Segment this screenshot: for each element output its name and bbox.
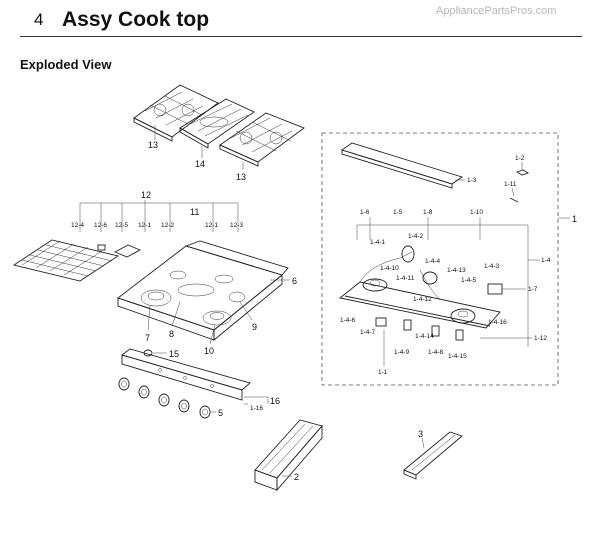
page-title: Assy Cook top (62, 8, 210, 31)
part-label-5: 5 (218, 408, 223, 418)
burner-valve[interactable] (431, 325, 440, 337)
part-label-15: 15 (169, 349, 179, 359)
part-label-2: 2 (294, 472, 299, 482)
part-label-1-4-7: 1-4-7 (360, 329, 376, 336)
small-plate[interactable] (113, 244, 142, 258)
knob[interactable] (118, 377, 130, 391)
burner-valve[interactable] (455, 329, 464, 341)
burner-valve[interactable] (422, 271, 438, 285)
bracket-3[interactable] (403, 431, 463, 480)
part-label-12-5: 12-5 (115, 222, 128, 229)
part-label-1-4-4: 1-4-4 (425, 258, 441, 265)
part-label-1-4-6: 1-4-6 (340, 317, 356, 324)
part-label-16: 16 (270, 396, 280, 406)
section-subtitle: Exploded View (20, 57, 112, 72)
watermark: AppliancePartsPros.com (436, 5, 557, 17)
part-label-12-6: 12-6 (94, 222, 107, 229)
part-label-1-4-3: 1-4-3 (484, 263, 500, 270)
part-label-1-4-9: 1-4-9 (394, 349, 410, 356)
part-label-1-4-12: 1-4-12 (413, 296, 432, 303)
part-label-1-7: 1-7 (528, 286, 538, 293)
control-panel[interactable] (121, 348, 251, 401)
part-label-1-1: 1-1 (378, 369, 388, 376)
part-label-12-3: 12-3 (230, 222, 243, 229)
part-label-10: 10 (204, 346, 214, 356)
part-label-12-2: 12-2 (161, 222, 174, 229)
knob[interactable] (138, 385, 150, 399)
assembly-1-box (321, 132, 559, 386)
part-label-1-10: 1-10 (470, 209, 483, 216)
section-number: 4 (34, 10, 44, 29)
part-label-1-8: 1-8 (423, 209, 433, 216)
part-label-1-2: 1-2 (515, 155, 525, 162)
part-label-1-4-11: 1-4-11 (396, 275, 415, 282)
part-label-14: 14 (195, 159, 205, 169)
part-label-1-4-1: 1-4-1 (370, 239, 386, 246)
small-bracket[interactable] (515, 169, 530, 176)
part-label-1-4-2: 1-4-2 (408, 233, 424, 240)
part-label-1-4-14: 1-4-14 (415, 333, 434, 340)
part-label-9: 9 (252, 322, 257, 332)
part-label-1-3: 1-3 (467, 177, 477, 184)
screw[interactable] (509, 197, 519, 203)
part-label-1-4-10: 1-4-10 (380, 265, 399, 272)
part-label-1-16: 1-16 (250, 405, 263, 412)
part-label-12: 12 (141, 190, 151, 200)
burner-valve[interactable] (362, 278, 388, 292)
part-label-1: 1 (572, 214, 577, 224)
part-label-1-4-13: 1-4-13 (447, 267, 466, 274)
part-label-11: 11 (190, 207, 199, 217)
part-label-13: 13 (236, 172, 246, 182)
part-label-1-4-16: 1-4-16 (488, 319, 507, 326)
part-label-6: 6 (292, 276, 297, 286)
part-label-1-4-15: 1-4-15 (448, 353, 467, 360)
part-label-12-1: 12-1 (205, 222, 218, 229)
part-label-12-1: 12-1 (138, 222, 151, 229)
burner-valve[interactable] (487, 283, 503, 295)
knob[interactable] (158, 393, 170, 407)
part-label-13: 13 (148, 140, 158, 150)
burner-valve[interactable] (401, 245, 415, 263)
insulation-mat[interactable] (12, 239, 120, 282)
part-label-7: 7 (145, 333, 150, 343)
small-knob-15[interactable] (143, 349, 153, 357)
small-clip[interactable] (97, 244, 106, 251)
burner-valve[interactable] (403, 319, 412, 331)
part-label-12-4: 12-4 (71, 222, 84, 229)
grate-left[interactable] (133, 84, 219, 142)
part-label-1-6: 1-6 (360, 209, 370, 216)
part-label-1-5: 1-5 (393, 209, 403, 216)
part-label-1-4-5: 1-4-5 (461, 277, 477, 284)
part-label-1-12: 1-12 (534, 335, 547, 342)
header-divider (20, 36, 582, 37)
part-label-3: 3 (418, 429, 423, 439)
part-label-1-11: 1-11 (504, 181, 517, 188)
part-label-1-4-8: 1-4-8 (428, 349, 444, 356)
burner-valve[interactable] (450, 308, 476, 324)
part-label-8: 8 (169, 329, 174, 339)
gas-manifold[interactable] (338, 251, 501, 329)
part-label-1-4: 1-4 (541, 257, 551, 264)
top-rail[interactable] (340, 142, 464, 189)
grate-center[interactable] (179, 98, 255, 149)
cooktop-panel[interactable] (117, 240, 289, 341)
burner-valve[interactable] (375, 317, 387, 327)
knob[interactable] (178, 399, 190, 413)
bracket-2[interactable] (254, 419, 323, 492)
grate-right[interactable] (219, 112, 305, 167)
knob[interactable] (199, 405, 211, 419)
